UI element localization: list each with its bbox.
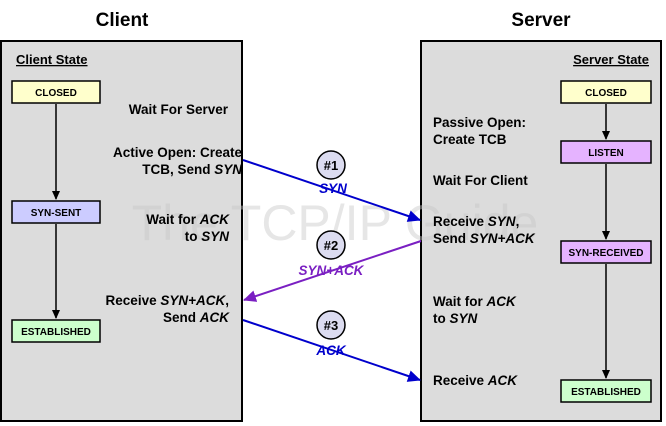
client-step-wait-for-server: Wait For Server [129, 102, 229, 117]
message-3-circle [316, 310, 346, 340]
client-state-syn-sent: SYN-SENT [11, 200, 101, 224]
server-state-closed-label: CLOSED [585, 88, 627, 99]
client-panel [0, 40, 243, 422]
server-state-title: Server State [573, 52, 649, 67]
client-state-established-label: ESTABLISHED [21, 327, 91, 338]
server-state-established-label: ESTABLISHED [571, 387, 641, 398]
message-1: #1 SYN [316, 150, 347, 196]
server-state-syn-received: SYN-RECEIVED [560, 240, 652, 264]
server-state-established: ESTABLISHED [560, 379, 652, 403]
server-panel [420, 40, 662, 422]
message-3: #3 ACK [315, 310, 347, 358]
synack-message-arrow [243, 240, 422, 302]
server-state-syn-received-label: SYN-RECEIVED [568, 248, 643, 259]
message-2-label: SYN+ACK [299, 263, 365, 278]
message-1-circle [316, 150, 346, 180]
client-state-title: Client State [16, 52, 88, 67]
server-state-closed: CLOSED [560, 80, 652, 104]
message-2: #2 SYN+ACK [299, 230, 365, 278]
message-1-label: SYN [319, 181, 347, 196]
client-state-closed-label: CLOSED [35, 88, 77, 99]
message-3-label: ACK [315, 343, 346, 358]
server-state-listen-label: LISTEN [588, 148, 624, 159]
message-3-number: #3 [324, 318, 338, 333]
server-step-receive-ack: Receive ACK [433, 373, 518, 388]
server-step-passive-open: Passive Open:Create TCB [433, 115, 526, 147]
message-2-circle [316, 230, 346, 260]
server-step-receive-syn: Receive SYN,Send SYN+ACK [433, 214, 536, 246]
server-step-wait-for-client: Wait For Client [433, 173, 528, 188]
server-header: Server [511, 10, 571, 31]
client-state-closed: CLOSED [11, 80, 101, 104]
server-state-listen: LISTEN [560, 140, 652, 164]
client-state-syn-sent-label: SYN-SENT [31, 208, 82, 219]
ack-message-arrow [242, 319, 421, 382]
client-state-established: ESTABLISHED [11, 319, 101, 343]
client-header: Client [96, 10, 149, 31]
syn-message-arrow [242, 159, 421, 222]
message-1-number: #1 [324, 158, 338, 173]
client-step-receive-synack: Receive SYN+ACK,Send ACK [106, 293, 231, 325]
message-2-number: #2 [324, 238, 338, 253]
